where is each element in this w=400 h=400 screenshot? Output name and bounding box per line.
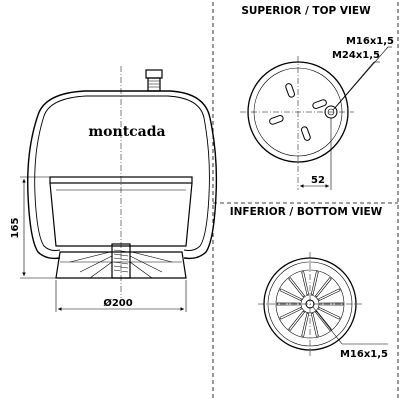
top-thread-a-label: M16x1,5 <box>346 36 394 47</box>
bottom-view-rib <box>310 271 319 295</box>
bottom-view-title: INFERIOR / BOTTOM VIEW <box>230 206 383 218</box>
height-dimension: 165 <box>10 176 56 279</box>
side-view: montcada <box>27 66 218 298</box>
bottom-view-rib <box>318 288 341 301</box>
bottom-view-rib <box>288 310 305 331</box>
bottom-thread-label: M16x1,5 <box>340 349 388 360</box>
top-offset-label: 52 <box>311 175 325 186</box>
bottom-view-rib <box>279 288 302 301</box>
bottom-view-centerlines <box>258 252 362 356</box>
height-label: 165 <box>10 218 21 239</box>
brand-logo: montcada <box>88 124 165 140</box>
bottom-view-rib <box>319 302 344 306</box>
top-view-title: SUPERIOR / TOP VIEW <box>241 5 371 17</box>
diameter-dimension: Ø200 <box>55 280 187 312</box>
bottom-view-rib <box>315 310 332 331</box>
diameter-label: Ø200 <box>103 297 132 309</box>
view-frames <box>212 2 399 398</box>
bottom-view-rib <box>315 277 332 298</box>
top-thread-b-label: M24x1,5 <box>332 50 380 61</box>
bottom-view-rib <box>276 302 301 306</box>
bottom-view-rib <box>301 271 310 295</box>
bottom-view-rib <box>310 313 319 337</box>
bottom-view-rib <box>279 307 302 320</box>
top-view-leaders: M16x1,5 M24x1,5 <box>332 36 394 111</box>
top-offset-dimension: 52 <box>300 118 332 190</box>
bottom-view-rib <box>288 277 305 298</box>
top-view-centerlines <box>240 56 354 190</box>
bottom-view-rib <box>318 307 341 320</box>
bottom-view-rib <box>301 313 310 337</box>
bottom-view-ribs <box>276 271 344 337</box>
bottom-thread-leader: M16x1,5 <box>312 306 388 360</box>
